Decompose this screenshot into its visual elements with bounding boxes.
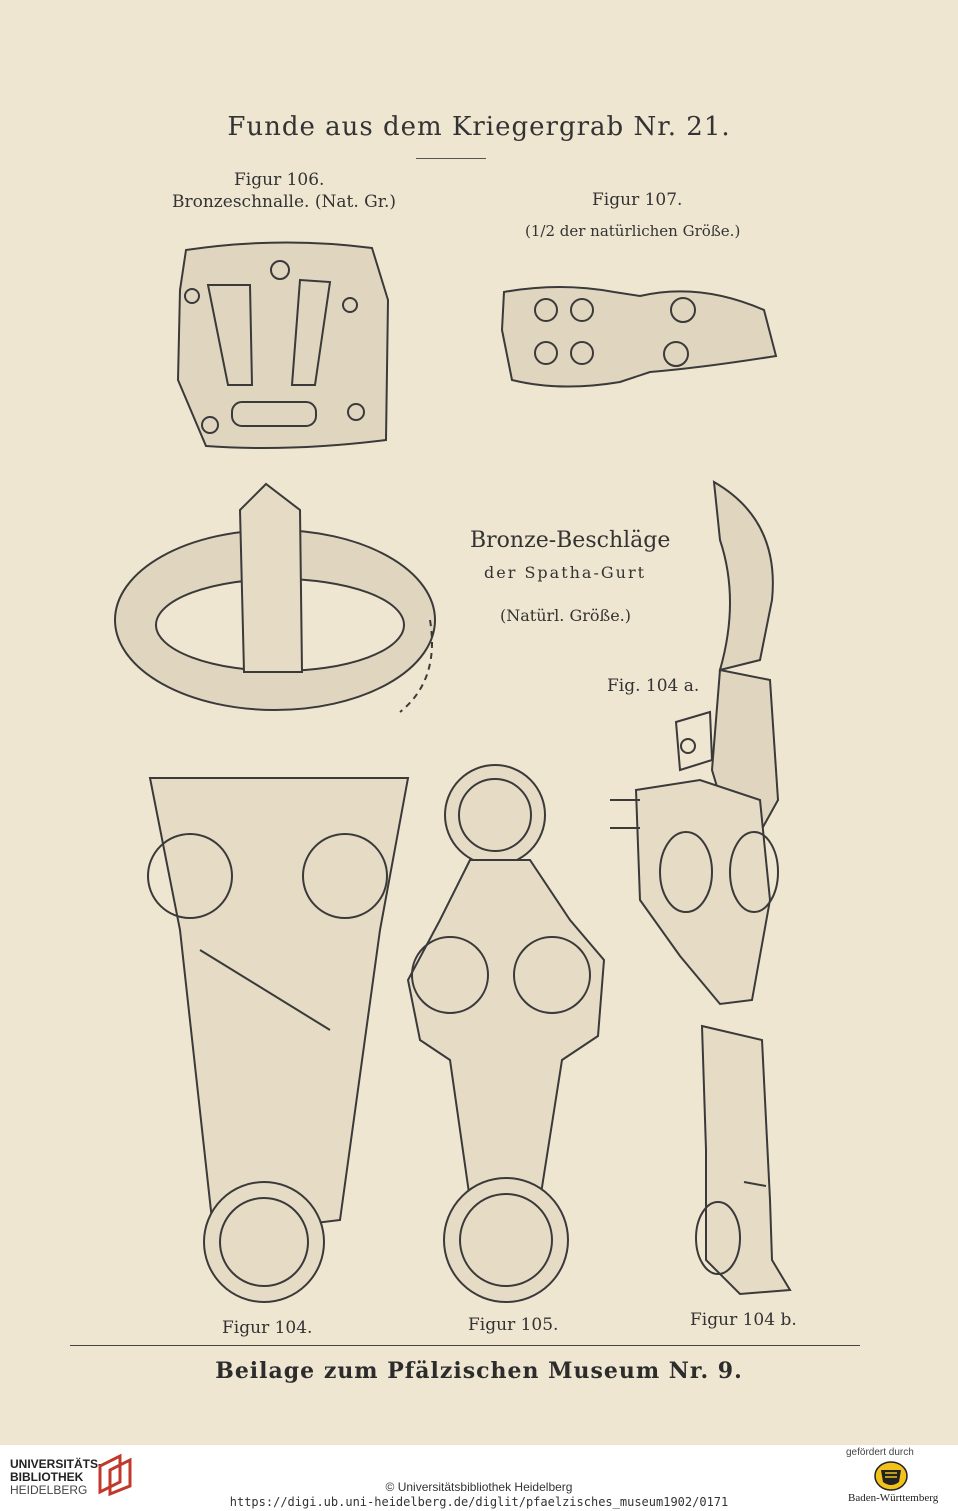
page-title: Funde aus dem Kriegergrab Nr. 21. xyxy=(227,112,731,142)
caption-group-title: Bronze-Beschläge xyxy=(470,528,671,553)
engraving-illustrations xyxy=(114,241,792,1303)
sponsor-label: gefördert durch xyxy=(846,1447,914,1458)
caption-fig107-desc: (1/2 der natürlichen Größe.) xyxy=(525,222,741,240)
sponsor-name: Baden-Württemberg xyxy=(848,1492,939,1504)
caption-group-scale: (Natürl. Größe.) xyxy=(500,606,631,625)
caption-fig105: Figur 105. xyxy=(468,1315,559,1335)
caption-group-subtitle: der Spatha-Gurt xyxy=(484,563,647,582)
logo-line-2: BIBLIOTHEK xyxy=(10,1470,84,1484)
caption-fig107-number: Figur 107. xyxy=(592,190,683,210)
caption-fig106-number: Figur 106. xyxy=(234,170,325,190)
title-rule xyxy=(416,158,486,159)
viewer-footer xyxy=(0,1445,958,1511)
figure-104b-strap-end xyxy=(695,1024,792,1296)
copyright-text: © Universitätsbibliothek Heidelberg xyxy=(385,1480,573,1494)
logo-line-3: HEIDELBERG xyxy=(10,1483,88,1497)
figure-104a-side-fitting xyxy=(610,480,780,1006)
library-logo-icon xyxy=(98,1453,132,1496)
figure-104-buckle-plate xyxy=(114,482,436,1303)
logo-line-1: UNIVERSITÄTS- xyxy=(10,1457,103,1471)
library-logo[interactable]: UNIVERSITÄTS- BIBLIOTHEK HEIDELBERG xyxy=(10,1458,102,1497)
caption-fig104: Figur 104. xyxy=(222,1318,313,1338)
figure-105-plate xyxy=(406,764,606,1303)
caption-fig106-desc: Bronzeschnalle. (Nat. Gr.) xyxy=(172,192,396,212)
state-seal-icon xyxy=(874,1461,908,1491)
caption-fig104b: Figur 104 b. xyxy=(690,1310,797,1330)
supplement-title: Beilage zum Pfälzischen Museum Nr. 9. xyxy=(215,1358,743,1384)
permalink-url[interactable]: https://digi.ub.uni-heidelberg.de/diglit… xyxy=(229,1495,729,1509)
figure-106-buckle xyxy=(176,241,390,449)
figure-107-fitting xyxy=(500,286,778,388)
caption-fig104a: Fig. 104 a. xyxy=(607,676,700,696)
footer-rule xyxy=(70,1345,860,1346)
